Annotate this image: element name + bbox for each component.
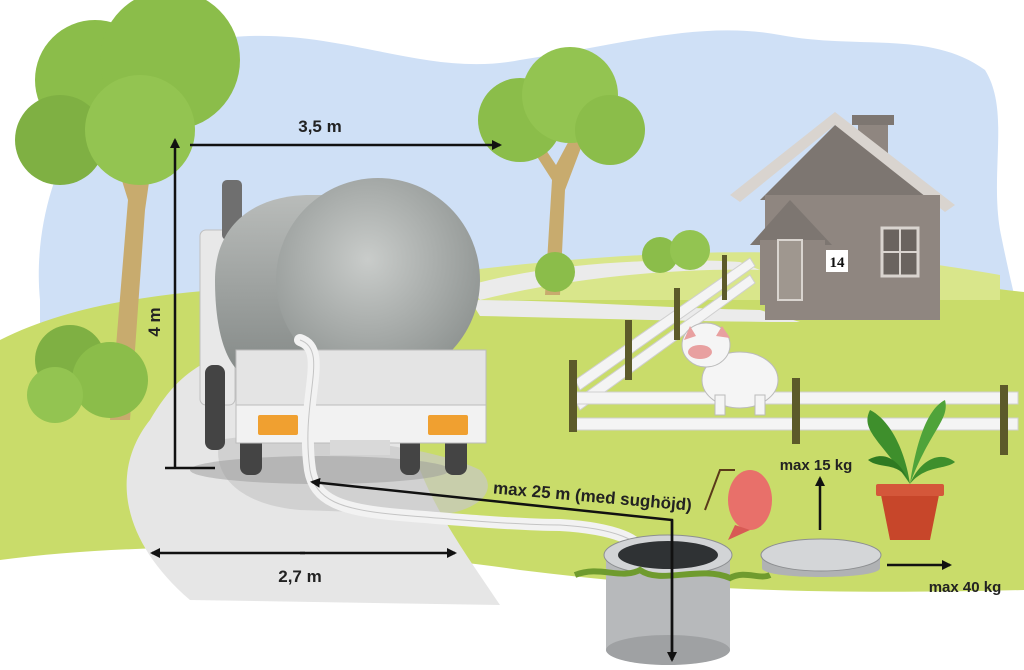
width-clearance-label: 3,5 m <box>298 117 341 136</box>
fish-waste-icon <box>704 469 772 540</box>
house-number: 14 <box>830 255 846 271</box>
well-icon <box>573 534 772 665</box>
manhole-lid-icon <box>760 538 882 577</box>
road-width-label: 2,7 m <box>278 567 321 586</box>
house-path <box>470 300 800 322</box>
lid-lift-label: max 15 kg <box>780 457 853 474</box>
height-clearance-label: 4 m <box>145 307 164 336</box>
suction-hose-outline <box>299 339 643 561</box>
septic-truck-icon <box>190 178 487 484</box>
house-icon <box>730 112 955 320</box>
dog-icon <box>681 322 779 416</box>
plant-pot-icon <box>867 400 955 540</box>
fence-icon <box>569 255 1019 455</box>
tree-icon <box>15 0 240 420</box>
bush-icon <box>27 230 710 423</box>
lid-push-label: max 40 kg <box>929 579 1002 596</box>
